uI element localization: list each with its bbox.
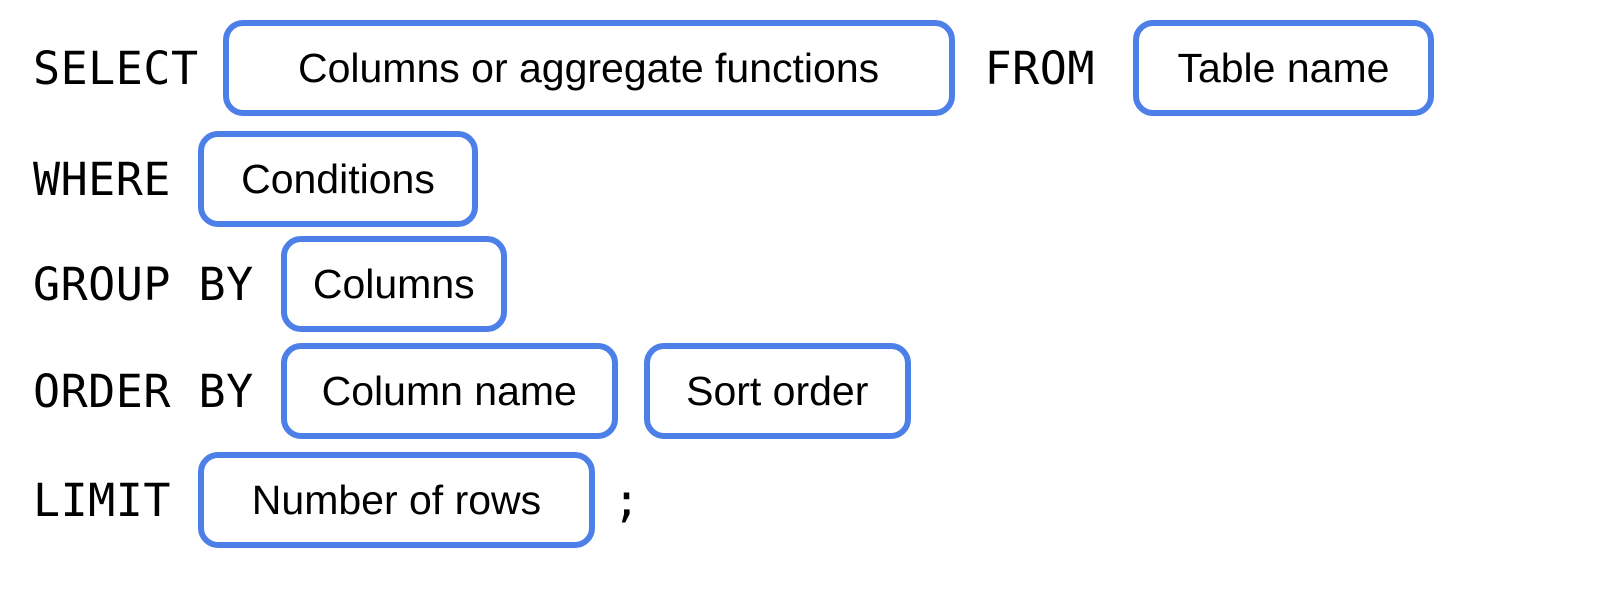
placeholder-label: Table name — [1177, 44, 1390, 91]
placeholder-label: Conditions — [241, 155, 435, 202]
sql-keyword-where: WHERE — [33, 152, 171, 206]
sql-keyword-group-by: GROUP BY — [33, 257, 254, 311]
placeholder-label: Column name — [321, 367, 577, 414]
placeholder-group-columns[interactable]: Columns — [280, 236, 507, 332]
placeholder-number-of-rows[interactable]: Number of rows — [197, 452, 595, 548]
syntax-row-limit: LIMIT Number of rows ; — [0, 452, 640, 548]
placeholder-label: Number of rows — [251, 476, 542, 523]
placeholder-conditions[interactable]: Conditions — [197, 131, 478, 227]
sql-keyword-from: FROM — [984, 41, 1095, 95]
placeholder-order-column-name[interactable]: Column name — [280, 343, 618, 439]
placeholder-columns-or-aggregate-functions[interactable]: Columns or aggregate functions — [222, 20, 955, 116]
syntax-row-where: WHERE Conditions — [0, 131, 478, 227]
statement-terminator-semicolon: ; — [612, 473, 641, 527]
placeholder-sort-order[interactable]: Sort order — [643, 343, 911, 439]
syntax-row-group-by: GROUP BY Columns — [0, 236, 507, 332]
syntax-row-order-by: ORDER BY Column name Sort order — [0, 343, 911, 439]
placeholder-label: Sort order — [686, 367, 869, 414]
placeholder-table-name[interactable]: Table name — [1132, 20, 1434, 116]
placeholder-label: Columns or aggregate functions — [297, 44, 880, 91]
sql-keyword-limit: LIMIT — [33, 473, 171, 527]
sql-keyword-order-by: ORDER BY — [33, 364, 254, 418]
placeholder-label: Columns — [312, 260, 475, 307]
sql-keyword-select: SELECT — [33, 41, 199, 95]
syntax-row-select: SELECT Columns or aggregate functions FR… — [0, 20, 1434, 116]
